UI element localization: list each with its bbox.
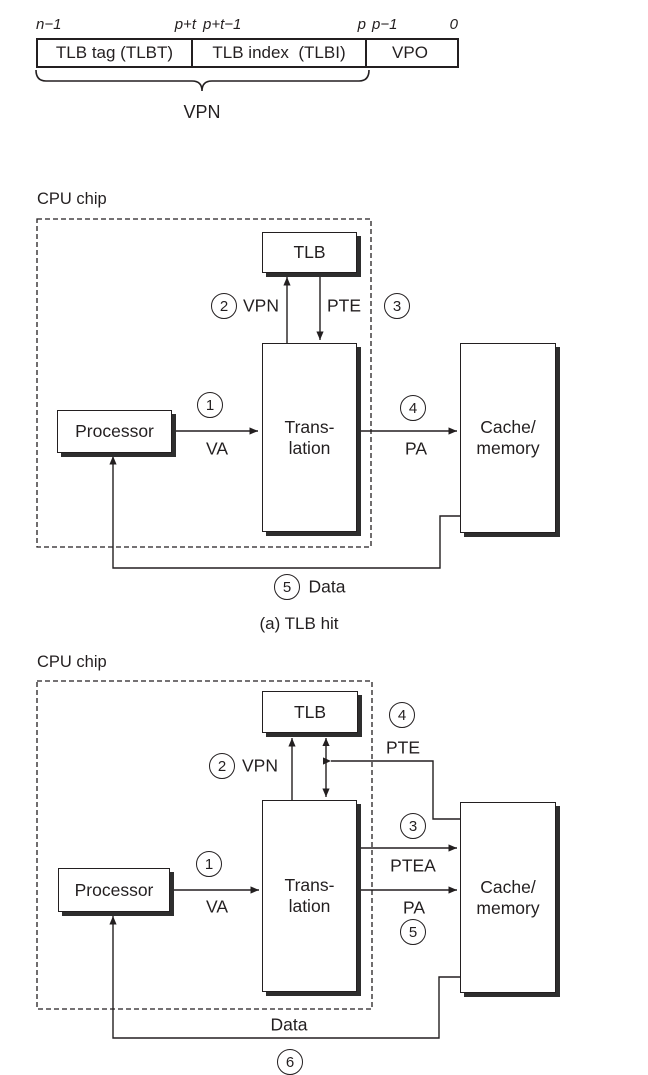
translation-box-b-line2: lation (288, 896, 331, 916)
step-circle-1-a: 1 (197, 392, 223, 418)
step-circle-5-a: 5 (274, 574, 300, 600)
bit-label-p-plus-t-1: p+t−1 (203, 16, 242, 33)
arrow-data-a (109, 456, 460, 569)
field-tlb-tag: TLB tag (TLBT) (38, 40, 193, 66)
tlb-box-a: TLB (262, 232, 357, 273)
translation-box-b-line1: Trans- (284, 875, 335, 896)
cpu-chip-boundary-a (36, 218, 372, 548)
step-circle-5-b: 5 (400, 919, 426, 945)
cache-memory-box-a: Cache/ memory (460, 343, 556, 533)
cache-memory-box-b-line2: memory (476, 897, 540, 918)
pa-label-a: PA (404, 438, 428, 459)
pa-label-b: PA (402, 897, 426, 918)
arrow-pte-return-b (323, 757, 460, 820)
processor-box-a: Processor (57, 410, 172, 453)
step-circle-2-a: 2 (211, 293, 237, 319)
vpn-label-b: VPN (242, 755, 278, 776)
cache-memory-box-a-line2: memory (476, 438, 540, 458)
ptea-label-b: PTEA (390, 855, 436, 876)
bit-label-n-1: n−1 (36, 16, 62, 33)
translation-box-a-line1: Trans- (284, 416, 335, 437)
va-label-b: VA (205, 896, 229, 917)
processor-box-a-label: Processor (75, 421, 154, 442)
step-circle-4-a: 4 (400, 395, 426, 421)
vpn-brace (35, 69, 370, 92)
caption-tlb-hit: (a) TLB hit (259, 614, 339, 633)
field-tlb-index: TLB index (TLBI) (193, 40, 367, 66)
vpn-label-a: VPN (243, 295, 279, 316)
bit-label-p-1: p−1 (372, 16, 398, 33)
step-circle-1-b: 1 (196, 851, 222, 877)
arrow-data-b (109, 916, 460, 1039)
step-circle-6-b: 6 (277, 1049, 303, 1075)
tlb-box-b-label: TLB (293, 701, 327, 722)
cpu-chip-boundary-b (36, 680, 373, 1010)
va-label-a: VA (205, 438, 229, 459)
bit-label-0: 0 (449, 16, 458, 33)
translation-box-a: Trans- lation (262, 343, 357, 532)
step-circle-3-b: 3 (400, 813, 426, 839)
bit-label-p: p (357, 16, 366, 33)
cpu-chip-label-b: CPU chip (37, 653, 107, 671)
processor-box-b: Processor (58, 868, 170, 912)
tlb-box-b: TLB (262, 691, 358, 733)
translation-box-b: Trans- lation (262, 800, 357, 992)
field-vpo: VPO (392, 43, 428, 62)
step-circle-2-b: 2 (209, 753, 235, 779)
cache-memory-box-b: Cache/ memory (460, 802, 556, 993)
cache-memory-box-b-line1: Cache/ (480, 876, 536, 897)
step-circle-4-b: 4 (389, 702, 415, 728)
pte-label-a: PTE (326, 295, 362, 316)
cpu-chip-label-a: CPU chip (37, 190, 107, 208)
data-label-b: Data (270, 1014, 308, 1035)
translation-box-a-line2: lation (288, 437, 331, 458)
processor-box-b-label: Processor (74, 879, 154, 900)
step-circle-3-a: 3 (384, 293, 410, 319)
vpn-brace-label: VPN (183, 102, 221, 122)
data-label-a: Data (308, 576, 346, 597)
bit-label-p-plus-t: p+t (174, 16, 196, 33)
pte-label-b: PTE (385, 737, 421, 758)
virtual-address-bar: TLB tag (TLBT) TLB index (TLBI) VPO (36, 38, 459, 68)
tlb-box-a-label: TLB (293, 242, 326, 263)
cache-memory-box-a-line1: Cache/ (480, 417, 536, 438)
